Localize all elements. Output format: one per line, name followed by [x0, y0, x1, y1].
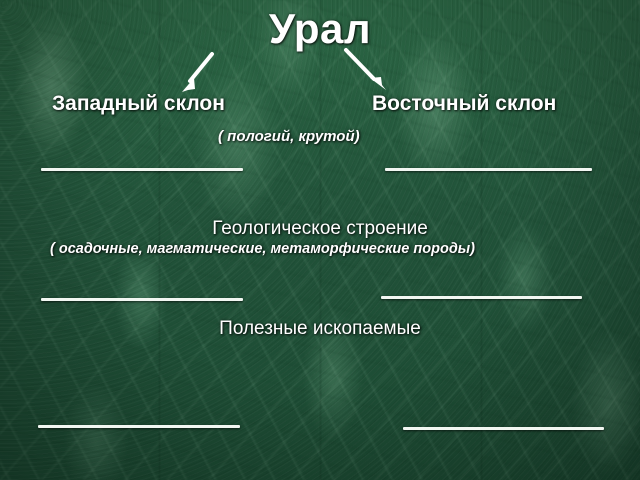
slide-title: Урал: [268, 5, 372, 52]
arrow-down-left-icon: [182, 52, 214, 92]
geology-blank-left[interactable]: [41, 298, 243, 301]
east-slope-blank-1[interactable]: [385, 168, 592, 171]
west-slope-blank-1[interactable]: [41, 168, 243, 171]
minerals-section-title: Полезные ископаемые: [219, 318, 421, 339]
minerals-blank-right[interactable]: [403, 427, 604, 430]
east-slope-label: Восточный склон: [372, 92, 557, 115]
geology-hint-text: ( осадочные, магматические, метаморфичес…: [50, 241, 475, 257]
geology-section-title: Геологическое строение: [212, 218, 428, 239]
arrow-down-right-icon: [344, 48, 386, 90]
west-slope-label: Западный склон: [52, 92, 225, 115]
minerals-blank-left[interactable]: [38, 425, 240, 428]
geology-blank-right[interactable]: [381, 296, 582, 299]
slope-hint-text: ( пологий, крутой): [218, 128, 360, 145]
